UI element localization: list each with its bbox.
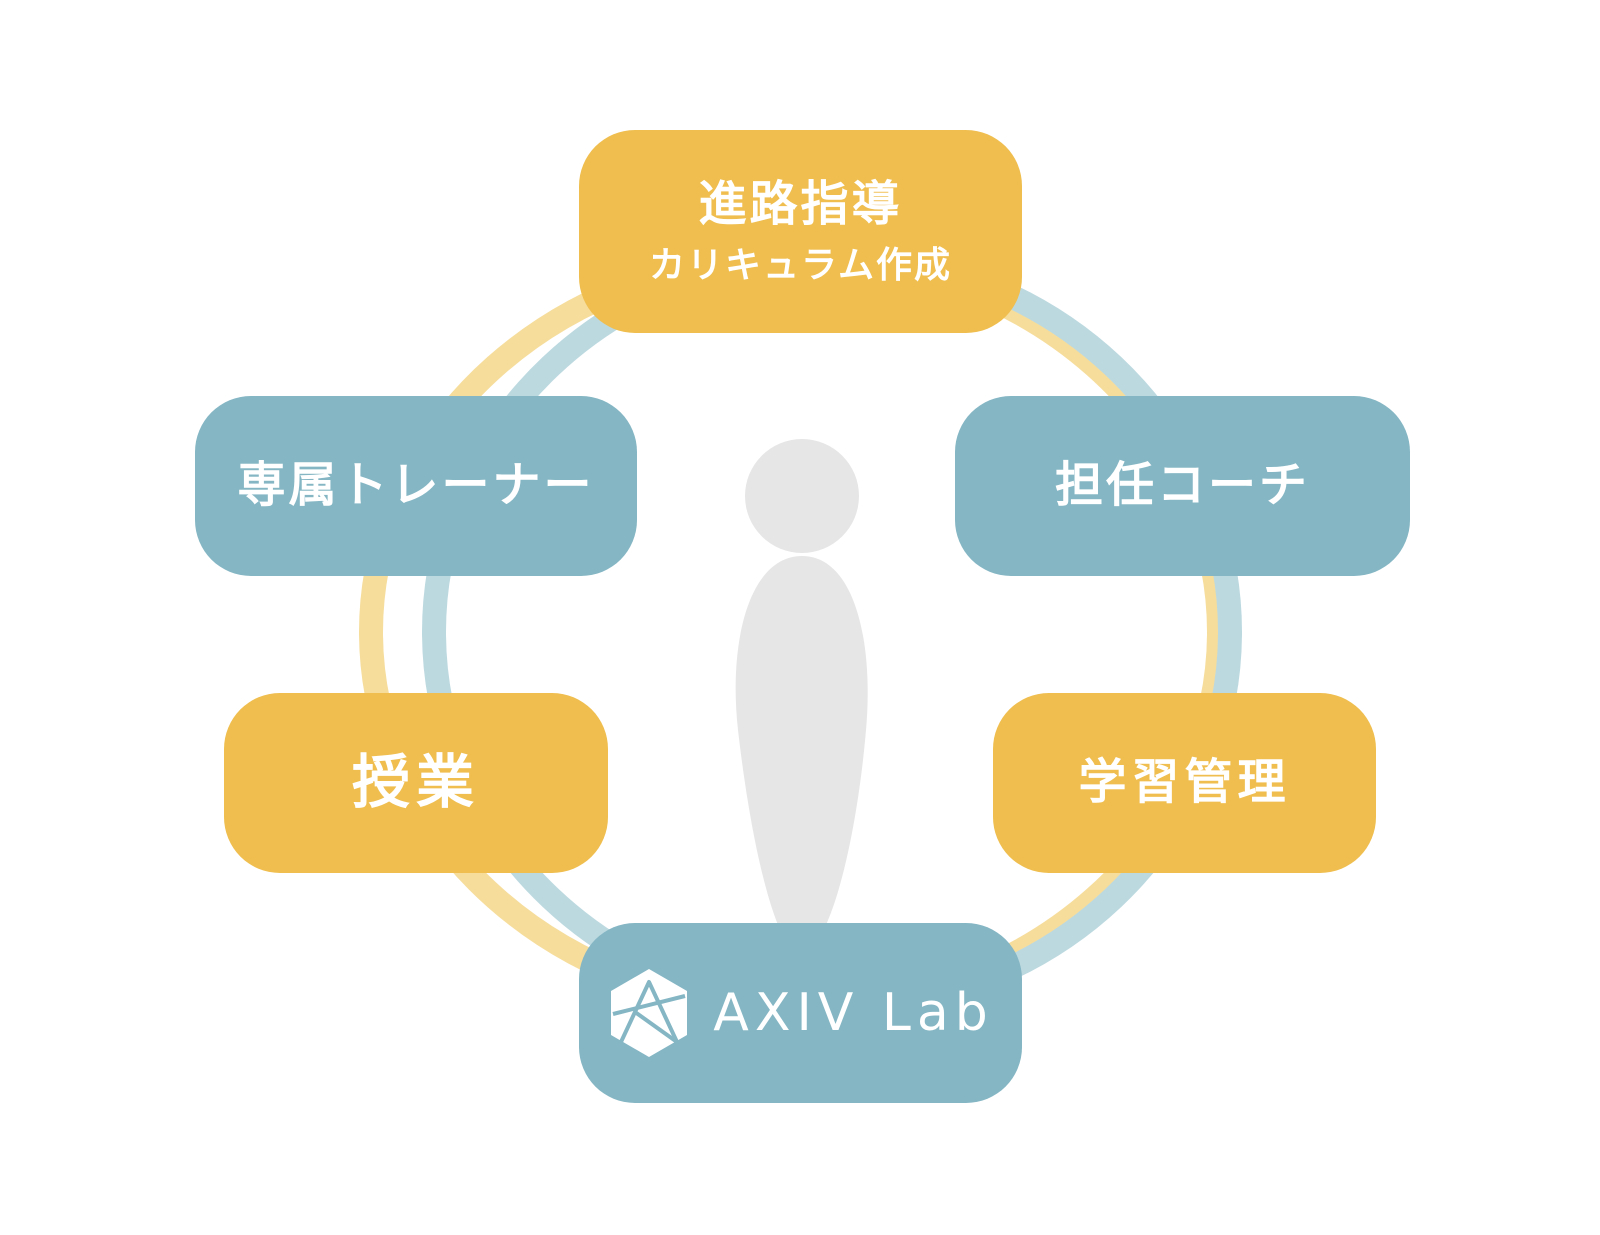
hexagon-logo-icon [611, 969, 688, 1057]
axiv-lab-logo-text: AXIV Lab [713, 983, 994, 1043]
node-study-management: 学習管理 [993, 693, 1376, 873]
node-classes-title: 授業 [351, 748, 480, 817]
node-career-guidance-title: 進路指導 [698, 176, 903, 233]
person-head [745, 439, 859, 553]
node-homeroom-coach-title: 担任コーチ [1054, 457, 1310, 514]
node-classes: 授業 [224, 693, 608, 873]
node-career-guidance-subtitle: カリキュラム作成 [649, 244, 952, 286]
node-homeroom-coach: 担任コーチ [955, 396, 1410, 576]
node-axiv-lab: AXIV Lab [579, 923, 1022, 1103]
person-icon [735, 439, 868, 925]
node-study-management-title: 学習管理 [1078, 754, 1291, 811]
person-body [735, 556, 868, 925]
node-dedicated-trainer-title: 専属トレーナー [237, 457, 595, 514]
node-career-guidance: 進路指導 カリキュラム作成 [579, 130, 1022, 333]
node-dedicated-trainer: 専属トレーナー [195, 396, 637, 576]
